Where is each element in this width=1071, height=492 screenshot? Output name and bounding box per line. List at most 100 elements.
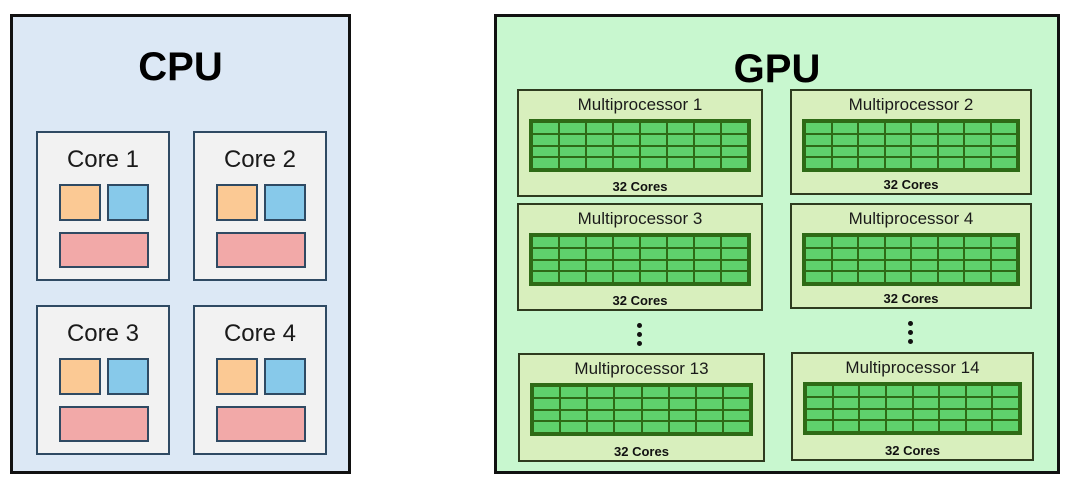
core-orange-block bbox=[59, 184, 101, 221]
gpu-core-cell bbox=[723, 410, 749, 421]
gpu-title: GPU bbox=[733, 47, 821, 91]
gpu-core-cell bbox=[885, 123, 910, 133]
core-red-block bbox=[216, 232, 306, 268]
gpu-core-cell bbox=[833, 409, 859, 420]
core-grid bbox=[530, 383, 753, 436]
gpu-core-cell bbox=[723, 398, 749, 409]
gpu-core-cell bbox=[860, 386, 885, 396]
gpu-core-cell bbox=[912, 134, 937, 145]
gpu-core-cell bbox=[560, 123, 585, 133]
multiprocessor-label: Multiprocessor 2 bbox=[848, 95, 974, 114]
gpu-core-cell bbox=[806, 123, 831, 133]
gpu-core-cell bbox=[587, 158, 612, 168]
gpu-core-cell bbox=[560, 248, 585, 259]
gpu-core-cell bbox=[561, 410, 587, 421]
gpu-core-cell bbox=[695, 260, 720, 271]
gpu-core-cell bbox=[696, 410, 722, 421]
gpu-core-cell bbox=[722, 158, 747, 168]
gpu-core-cell bbox=[722, 260, 747, 271]
gpu-core-cell bbox=[965, 123, 990, 133]
gpu-core-cell bbox=[560, 158, 585, 168]
gpu-core-cell bbox=[615, 422, 641, 432]
gpu-core-cell bbox=[993, 421, 1018, 431]
gpu-core-cell bbox=[885, 237, 910, 247]
core-blue-block bbox=[107, 358, 149, 395]
gpu-core-cell bbox=[913, 421, 939, 431]
gpu-core-cell bbox=[695, 272, 720, 282]
gpu-core-cell bbox=[991, 272, 1016, 282]
cpu-title: CPU bbox=[138, 45, 223, 89]
gpu-core-cell bbox=[860, 409, 885, 420]
gpu-core-cell bbox=[912, 260, 937, 271]
multiprocessor-3: Multiprocessor 3 32 Cores bbox=[517, 203, 763, 311]
multiprocessor-label: Multiprocessor 4 bbox=[848, 209, 974, 228]
gpu-core-cell bbox=[641, 123, 666, 133]
core-label: Core 3 bbox=[66, 320, 140, 347]
gpu-core-cell bbox=[833, 397, 859, 408]
gpu-core-cell bbox=[534, 422, 560, 432]
gpu-core-cell bbox=[859, 237, 884, 247]
gpu-core-cell bbox=[641, 248, 666, 259]
gpu-core-cell bbox=[806, 146, 831, 157]
gpu-core-cell bbox=[859, 260, 884, 271]
gpu-core-cell bbox=[859, 158, 884, 168]
multiprocessor-label: Multiprocessor 3 bbox=[577, 209, 703, 228]
gpu-core-cell bbox=[940, 421, 965, 431]
gpu-core-cell bbox=[641, 272, 666, 282]
gpu-core-cell bbox=[966, 397, 992, 408]
multiprocessor-label: Multiprocessor 14 bbox=[845, 358, 980, 377]
gpu-core-cell bbox=[886, 386, 912, 396]
gpu-core-cell bbox=[993, 386, 1018, 396]
gpu-core-cell bbox=[965, 237, 990, 247]
gpu-core-cell bbox=[588, 410, 614, 421]
core-grid bbox=[802, 119, 1020, 172]
gpu-core-cell bbox=[587, 248, 612, 259]
gpu-core-cell bbox=[859, 146, 884, 157]
gpu-core-cell bbox=[533, 272, 558, 282]
gpu-core-cell bbox=[533, 158, 558, 168]
core-blue-block bbox=[264, 358, 306, 395]
gpu-core-cell bbox=[806, 272, 831, 282]
gpu-core-cell bbox=[832, 158, 857, 168]
core-label: Core 1 bbox=[66, 146, 140, 173]
gpu-core-cell bbox=[806, 248, 831, 259]
gpu-core-cell bbox=[723, 422, 749, 432]
core-count: 32 Cores bbox=[883, 291, 939, 306]
gpu-core-cell bbox=[587, 272, 612, 282]
gpu-core-cell bbox=[860, 421, 885, 431]
gpu-core-cell bbox=[561, 422, 587, 432]
gpu-core-cell bbox=[696, 398, 722, 409]
gpu-core-cell bbox=[912, 123, 937, 133]
gpu-core-cell bbox=[886, 409, 912, 420]
gpu-core-cell bbox=[965, 134, 990, 145]
gpu-core-cell bbox=[668, 134, 693, 145]
gpu-core-cell bbox=[859, 248, 884, 259]
gpu-core-cell bbox=[668, 158, 693, 168]
core-count: 32 Cores bbox=[612, 293, 668, 308]
gpu-core-cell bbox=[669, 398, 695, 409]
gpu-core-cell bbox=[993, 409, 1018, 420]
gpu-core-cell bbox=[722, 146, 747, 157]
gpu-core-cell bbox=[614, 272, 639, 282]
gpu-core-cell bbox=[886, 421, 912, 431]
gpu-core-cell bbox=[722, 134, 747, 145]
gpu-core-cell bbox=[965, 146, 990, 157]
cpu-core-4: Core 4 bbox=[193, 305, 327, 455]
gpu-core-cell bbox=[991, 123, 1016, 133]
multiprocessor-14: Multiprocessor 14 32 Cores bbox=[791, 352, 1034, 461]
gpu-core-cell bbox=[885, 248, 910, 259]
gpu-core-cell bbox=[832, 123, 857, 133]
core-count: 32 Cores bbox=[614, 444, 669, 459]
gpu-core-cell bbox=[696, 387, 722, 397]
gpu-core-cell bbox=[614, 134, 639, 145]
gpu-core-cell bbox=[993, 397, 1018, 408]
gpu-core-cell bbox=[534, 410, 560, 421]
gpu-core-cell bbox=[832, 272, 857, 282]
gpu-core-cell bbox=[696, 422, 722, 432]
gpu-core-cell bbox=[832, 260, 857, 271]
multiprocessor-2: Multiprocessor 2 32 Cores bbox=[790, 89, 1032, 195]
gpu-core-cell bbox=[885, 134, 910, 145]
gpu-core-cell bbox=[913, 386, 939, 396]
gpu-core-cell bbox=[912, 272, 937, 282]
gpu-core-cell bbox=[695, 237, 720, 247]
